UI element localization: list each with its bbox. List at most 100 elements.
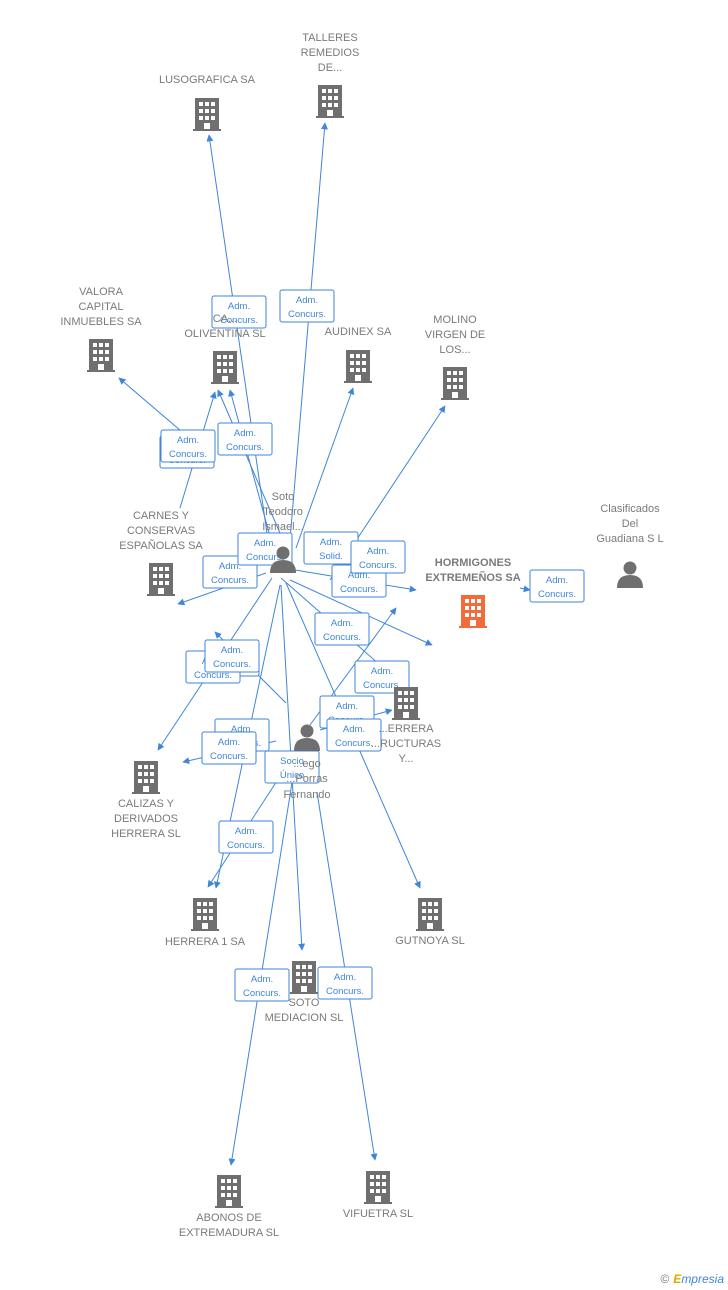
edge-label-box: [314, 612, 370, 646]
node-label: Y...: [398, 753, 413, 765]
edge-label-e24[interactable]: Adm.Concurs.: [204, 639, 260, 673]
edge-label-e10[interactable]: Adm.Concurs.: [350, 540, 406, 574]
node-label: REMEDIOS: [301, 47, 360, 59]
node-label: ...RUCTURAS: [371, 738, 441, 750]
building-icon: [87, 339, 115, 372]
edge-label-text: Adm.: [221, 645, 243, 656]
edge-label-e23[interactable]: Adm. Concurs.: [160, 429, 216, 463]
edge-label-text: Adm.: [177, 435, 199, 446]
edge-label-text: Adm.: [546, 575, 568, 586]
edge-label-box: [204, 639, 260, 673]
edge-label-text: Adm.: [218, 737, 240, 748]
node-label: Teodoro: [263, 506, 303, 518]
building-icon: [416, 898, 444, 931]
node-label: Ismael...: [262, 521, 304, 533]
edge-label-box: [350, 540, 406, 574]
node-oliventina[interactable]: CA...OLIVENTINA SL: [184, 313, 266, 384]
edge-label-text: Concurs.: [363, 680, 401, 691]
edge-label-text: Concurs.: [220, 315, 258, 326]
edge-label-e19[interactable]: Adm.Concurs.: [218, 820, 274, 854]
node-label: CALIZAS Y: [118, 798, 175, 810]
edge-label-text: Adm.: [296, 295, 318, 306]
building-icon: [191, 898, 219, 931]
edge-label-text: Concurs.: [227, 840, 265, 851]
node-herrera1[interactable]: HERRERA 1 SA: [165, 898, 246, 948]
edge-label-text: Adm.: [367, 546, 389, 557]
node-label: CAPITAL: [78, 301, 123, 313]
node-soto-teodoro[interactable]: SotoTeodoroIsmael...: [262, 491, 304, 573]
edge-label-e22[interactable]: Adm.Concurs.: [317, 966, 373, 1000]
node-label: ...ERRERA: [378, 723, 434, 735]
building-icon: [215, 1175, 243, 1208]
node-label: VIFUETRA SL: [343, 1208, 413, 1220]
edge-label-e1[interactable]: Adm. Concurs.: [211, 295, 267, 329]
edge-label-e2[interactable]: Adm.Concurs.: [279, 289, 335, 323]
node-label: MOLINO: [433, 314, 477, 326]
edge-label-box: [218, 820, 274, 854]
edge-label-e8[interactable]: Adm.Solid.: [303, 531, 359, 565]
edge-line: [295, 387, 355, 549]
node-label: ...Porras: [286, 773, 328, 785]
node-label: Soto: [272, 491, 295, 503]
building-icon: [193, 98, 221, 131]
node-label: CARNES Y: [133, 510, 190, 522]
edge-label-text: Adm.: [348, 570, 370, 581]
edge-label-e18[interactable]: Adm.Concurs.: [326, 718, 382, 752]
node-talleres[interactable]: TALLERESREMEDIOSDE...: [301, 32, 360, 118]
node-vifuetra[interactable]: VIFUETRA SL: [343, 1171, 413, 1220]
building-icon: [147, 563, 175, 596]
edge-label-text: Concurs.: [246, 552, 284, 563]
building-icon: [316, 85, 344, 118]
edge-line: [206, 134, 269, 541]
node-herrera-estructuras[interactable]: ...ERRERA ...RUCTURAS Y...: [371, 687, 441, 765]
node-label: SOTO: [289, 997, 320, 1009]
node-audinex[interactable]: AUDINEX SA: [325, 326, 392, 383]
node-label: GUTNOYA SL: [395, 935, 464, 947]
edge-line: [519, 585, 531, 593]
node-lusografica[interactable]: LUSOGRAFICA SA: [159, 74, 256, 131]
building-icon: [344, 350, 372, 383]
node-label: LUSOGRAFICA SA: [159, 74, 256, 86]
empresia-logo: ©Empresia: [660, 1272, 724, 1286]
edge-label-e12[interactable]: Adm.Concurs.: [354, 660, 410, 694]
copyright-symbol: ©: [660, 1272, 670, 1286]
edge-label-text: Concurs.: [335, 738, 373, 749]
person-icon: [617, 561, 643, 588]
edge-label-box: [354, 660, 410, 694]
node-label: HERRERA SL: [111, 828, 181, 840]
edge-label-e9[interactable]: Adm.Concurs.: [529, 569, 585, 603]
node-gutnoya[interactable]: GUTNOYA SL: [395, 898, 465, 947]
edge-label-text: Adm.: [228, 301, 250, 312]
edge-label-e21[interactable]: Adm.Concurs.: [234, 968, 290, 1002]
edge-line: [289, 122, 328, 541]
edge-label-box: [160, 429, 216, 463]
building-icon: [211, 351, 239, 384]
edge-label-e3[interactable]: Adm.Concurs.: [217, 422, 273, 456]
node-label: EXTREMADURA SL: [179, 1227, 279, 1239]
edge-label-text: Concurs.: [169, 449, 207, 460]
edge-label-text: Adm.: [331, 618, 353, 629]
node-label: DE...: [318, 62, 342, 74]
edge-labels-layer: Adm. Concurs. Adm. Concurs. Adm. Concurs. Adm.…: [159, 289, 585, 1002]
edge-line: [228, 744, 299, 1166]
edge-label-e16[interactable]: Adm.Concurs.: [201, 731, 257, 765]
edge-label-e11[interactable]: Adm.Concurs.: [314, 612, 370, 646]
node-label: CONSERVAS: [127, 525, 195, 537]
edge-label-text: Adm.: [320, 537, 342, 548]
node-label: LOS...: [439, 344, 470, 356]
edge-label-text: Concurs.: [243, 988, 281, 999]
node-label: Guadiana S L: [596, 533, 663, 545]
edge-label-box: [234, 968, 290, 1002]
building-icon: [459, 595, 487, 628]
node-label: EXTREMEÑOS SA: [425, 571, 520, 584]
